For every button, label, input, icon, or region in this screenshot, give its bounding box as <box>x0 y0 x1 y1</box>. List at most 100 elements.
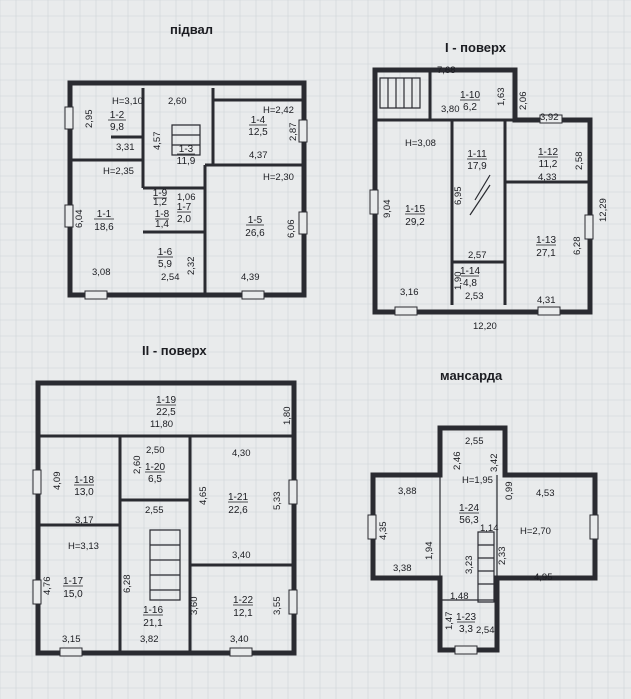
floor1-inner-walls <box>375 70 590 305</box>
room-label: 1-233,3 <box>456 612 476 635</box>
dimension-label: 4,53 <box>536 488 555 499</box>
attic-stair <box>477 531 495 603</box>
height-label: H=1,95 <box>462 475 493 486</box>
svg-text:11,9: 11,9 <box>177 156 196 167</box>
dimension-label: 3,17 <box>75 515 94 526</box>
svg-text:11,2: 11,2 <box>539 159 558 170</box>
dimension-label: 1,06 <box>177 192 196 203</box>
attic-title: мансарда <box>440 368 503 383</box>
dimension-label: 2,32 <box>186 257 197 276</box>
dimension-label: 1,47 <box>444 612 455 631</box>
dimension-label: 3,60 <box>189 597 200 616</box>
floor1-window <box>539 114 563 124</box>
basement-plan: підвал H=3,10 H=2,42 H=2,35 H=2,30 2,95 … <box>64 22 308 300</box>
dimension-label: 3,42 <box>489 454 500 473</box>
svg-text:1,2: 1,2 <box>153 197 167 208</box>
dimension-label: 3,88 <box>398 486 417 497</box>
dimension-label: 1,94 <box>424 542 435 561</box>
dimension-label: 4,33 <box>538 172 557 183</box>
basement-window <box>64 106 74 130</box>
svg-text:18,6: 18,6 <box>94 222 114 233</box>
dimension-label: 2,87 <box>288 123 299 142</box>
room-label: 1-526,6 <box>245 215 265 239</box>
floor2-window <box>288 589 298 615</box>
dimension-label: 3,40 <box>230 634 249 645</box>
svg-text:1-2: 1-2 <box>110 110 125 121</box>
svg-text:1-7: 1-7 <box>177 202 192 213</box>
dimension-label: 5,33 <box>272 492 283 511</box>
svg-text:1-6: 1-6 <box>158 247 173 258</box>
floor2-stair <box>149 529 181 601</box>
svg-text:12,5: 12,5 <box>248 127 268 138</box>
dimension-label: 4,37 <box>249 150 268 161</box>
svg-text:15,0: 15,0 <box>63 589 83 600</box>
floor2-outer-wall <box>35 380 297 656</box>
dimension-label: 3,92 <box>540 112 559 123</box>
height-label: H=3,08 <box>405 138 436 149</box>
svg-text:1-15: 1-15 <box>405 204 425 215</box>
dimension-label: 1,63 <box>496 88 507 107</box>
dimension-label: 4,39 <box>241 272 260 283</box>
svg-text:4,8: 4,8 <box>463 278 477 289</box>
attic-plan: мансарда H=1,95 H=2,70 2,55 2,46 3,42 0,… <box>367 368 599 655</box>
svg-text:3,3: 3,3 <box>459 624 473 635</box>
dimension-label: 12,29 <box>598 198 609 222</box>
svg-text:9,8: 9,8 <box>110 122 124 133</box>
room-label: 1-29,8 <box>108 110 126 133</box>
dimension-label: 2,58 <box>574 152 585 171</box>
dimension-label: 2,53 <box>465 291 484 302</box>
floor2-title: II - поверх <box>142 343 207 358</box>
svg-text:1-12: 1-12 <box>538 147 558 158</box>
floor2-window <box>32 469 42 495</box>
dimension-label: 4,65 <box>198 487 209 506</box>
dimension-label: 3,16 <box>400 287 419 298</box>
attic-window <box>589 514 599 540</box>
dimension-label: 3,23 <box>464 556 475 575</box>
dimension-label: 6,28 <box>122 575 133 594</box>
svg-text:1-4: 1-4 <box>251 115 266 126</box>
dimension-label: 6,04 <box>74 210 85 229</box>
attic-window <box>367 514 377 540</box>
room-label: 1-65,9 <box>157 247 173 270</box>
height-label: H=3,13 <box>68 541 99 552</box>
basement-window <box>298 119 308 143</box>
room-label: 1-91,2 <box>153 188 168 208</box>
svg-text:1-10: 1-10 <box>460 90 480 101</box>
basement-window <box>241 290 265 300</box>
svg-text:1-21: 1-21 <box>228 492 248 503</box>
dimension-label: 4,31 <box>537 295 556 306</box>
dimension-label: 2,33 <box>497 547 508 566</box>
room-label: 1-412,5 <box>248 115 268 138</box>
dimension-label: 3,31 <box>116 142 135 153</box>
basement-window <box>298 211 308 235</box>
dimension-label: 3,40 <box>232 550 251 561</box>
height-label: H=2,42 <box>263 105 294 116</box>
dimension-label: 7,68 <box>437 65 456 76</box>
dimension-label: 2,57 <box>468 250 487 261</box>
svg-text:1-22: 1-22 <box>233 595 253 606</box>
dimension-label: 4,76 <box>42 577 53 596</box>
svg-text:17,9: 17,9 <box>467 161 487 172</box>
svg-text:26,6: 26,6 <box>245 228 265 239</box>
attic-inner-lines <box>439 475 498 601</box>
room-label: 1-206,5 <box>145 462 165 485</box>
room-label: 1-81,4 <box>155 209 170 230</box>
floor2-window <box>32 579 42 605</box>
dimension-label: 1,80 <box>282 407 293 426</box>
dimension-label: 4,30 <box>232 448 251 459</box>
floor1-outer-wall <box>372 67 593 315</box>
basement-stair <box>171 124 201 156</box>
svg-text:27,1: 27,1 <box>536 248 556 259</box>
svg-text:1-3: 1-3 <box>179 144 194 155</box>
svg-text:1-9: 1-9 <box>153 188 168 199</box>
svg-text:1-20: 1-20 <box>145 462 165 473</box>
svg-text:2,0: 2,0 <box>177 214 191 225</box>
basement-outer-wall <box>67 80 307 298</box>
dimension-label: 6,28 <box>572 237 583 256</box>
